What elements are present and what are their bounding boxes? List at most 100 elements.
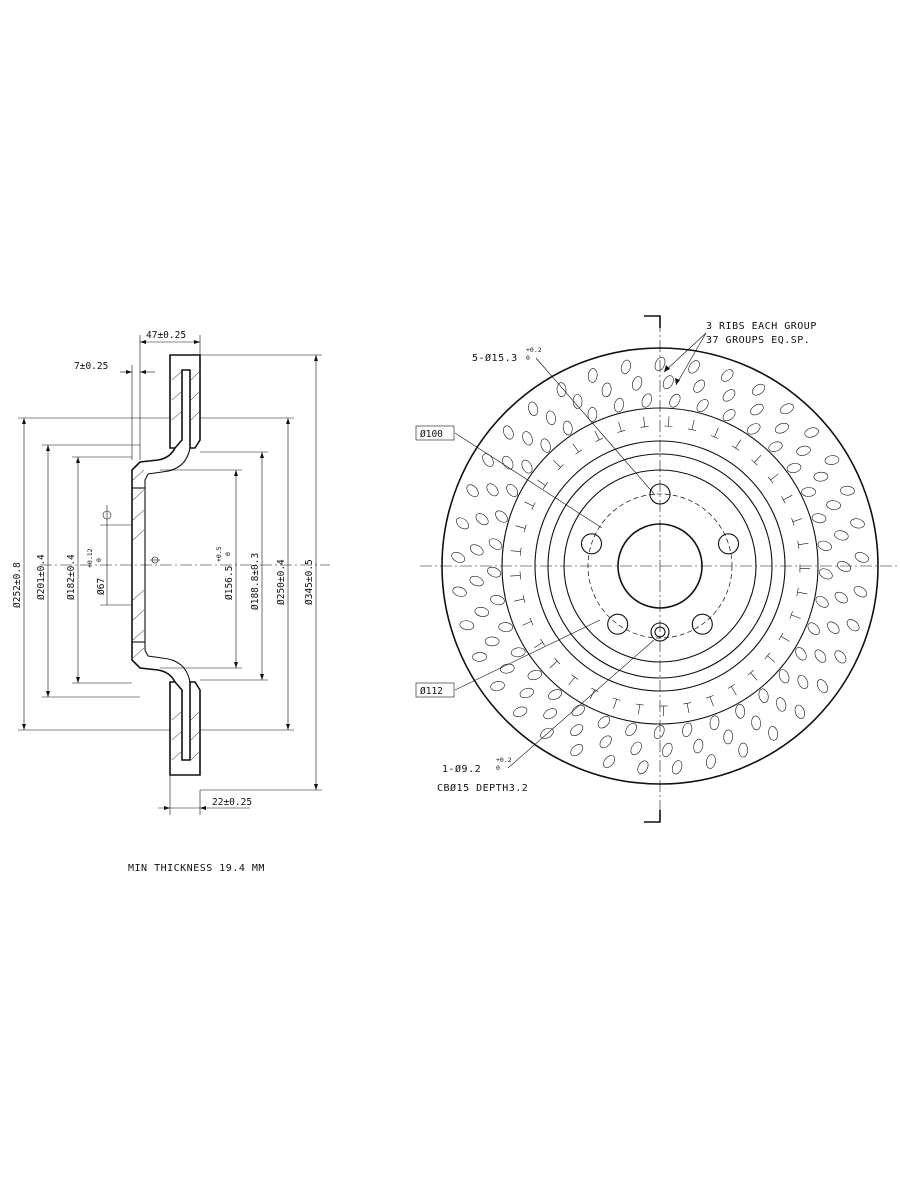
rib-mark [515, 524, 527, 533]
leader-bolt-holes [535, 357, 656, 496]
drill-hole [768, 441, 783, 452]
drill-hole [521, 459, 533, 474]
drill-hole [778, 669, 790, 684]
leader-ribs-2 [663, 332, 707, 373]
drill-hole [562, 420, 573, 436]
drill-hole [846, 619, 860, 632]
drill-hole [853, 586, 868, 598]
section-marker-bottom [644, 810, 661, 823]
drill-hole [816, 679, 828, 693]
drill-hole [502, 455, 514, 470]
dim-d201: Ø201±0.4 [36, 554, 47, 600]
dim-d156-tol-bottom: 0 [224, 552, 232, 556]
drill-hole [780, 403, 794, 415]
drill-hole [469, 575, 484, 587]
rib-mark [664, 416, 673, 427]
drill-hole [632, 376, 643, 391]
friction-ring-bottom [169, 681, 201, 776]
bolt-holes [580, 483, 740, 635]
drill-hole [834, 530, 849, 541]
rib-mark [594, 430, 603, 442]
drill-hole [637, 760, 649, 775]
dim-width-total: 47±0.25 [146, 330, 186, 341]
drill-hole [709, 715, 720, 731]
drill-hole [653, 725, 665, 739]
locating-hole-counterbore [650, 622, 670, 642]
rib-mark [727, 684, 737, 696]
leader-locating-hole [507, 639, 655, 769]
rib-mark [534, 638, 546, 649]
drill-hole [705, 754, 716, 769]
locating-hole [654, 626, 666, 638]
leader-ribs-1 [675, 332, 707, 386]
ribs-note-line1: 3 RIBS EACH GROUP [706, 321, 817, 332]
rib-mark [659, 705, 668, 717]
drill-hole [654, 357, 666, 371]
drill-hole [768, 726, 778, 741]
drill-hole [671, 760, 683, 775]
bolt-holes-tol-top: +0.2 [526, 346, 542, 354]
drill-hole [807, 622, 820, 635]
drill-hole [826, 500, 841, 510]
drill-hole [510, 647, 526, 658]
hat-profile [131, 447, 176, 683]
drill-hole [490, 681, 505, 692]
friction-ring-top [169, 354, 201, 449]
dim-d250: Ø250±0.4 [276, 559, 287, 605]
rib-mark [537, 479, 548, 490]
drill-hole [801, 487, 816, 497]
drill-hole [722, 409, 736, 422]
drill-hole [614, 397, 624, 413]
drill-hole [827, 621, 840, 634]
drill-hole [570, 724, 584, 736]
locating-hole-tol-bottom: 0 [496, 764, 500, 772]
cross-drilled-holes [451, 357, 869, 775]
front-view: 3 RIBS EACH GROUP 37 GROUPS EQ.SP. 5-Ø15… [415, 315, 900, 823]
drill-hole [495, 510, 508, 523]
drill-hole [587, 407, 598, 422]
locating-hole-label: 1-Ø9.2 [442, 763, 481, 775]
side-section-view: 47±0.25 7±0.25 22±0.25 [12, 330, 330, 874]
bolt-hole [580, 533, 603, 555]
pcd100-box [415, 425, 455, 441]
hat-outer-circle [547, 453, 773, 679]
drill-hole [693, 738, 704, 754]
drill-hole [469, 544, 484, 556]
dim-hub-face: 22±0.25 [212, 797, 252, 808]
bolt-holes-label: 5-Ø15.3 [472, 352, 518, 364]
disc-inner-rib-ring [501, 407, 819, 725]
drill-hole [455, 517, 470, 530]
rib-mark [612, 697, 621, 709]
drill-hole [540, 727, 554, 739]
drill-hole [474, 606, 490, 617]
friction-inner-edge [534, 440, 786, 692]
locating-hole-tol-top: +0.2 [496, 756, 512, 764]
drill-hole [840, 485, 855, 496]
rib-mark [572, 443, 583, 455]
rib-mark [635, 703, 644, 715]
drill-hole [662, 375, 674, 390]
drill-hole [817, 540, 832, 551]
drill-hole [804, 427, 819, 438]
drill-hole [795, 647, 807, 661]
left-diameter-dims [18, 417, 170, 731]
drill-hole [750, 403, 764, 416]
drill-hole [814, 649, 827, 663]
pcd112-label: Ø112 [420, 686, 443, 697]
rib-mark [640, 416, 649, 428]
drill-hole [682, 722, 693, 737]
drill-hole [751, 715, 761, 731]
drill-hole [540, 438, 551, 453]
drill-hole [824, 455, 840, 465]
min-thickness-note: MIN THICKNESS 19.4 MM [128, 863, 265, 874]
drill-hole [472, 652, 487, 662]
drill-hole [776, 697, 787, 712]
dim-d188: Ø188.8±0.3 [250, 553, 261, 610]
bolt-hole [691, 613, 713, 635]
drill-hole [500, 663, 515, 674]
drill-hole [813, 471, 829, 482]
drill-hole [854, 552, 869, 563]
drill-hole [746, 423, 761, 435]
pcd100-label: Ø100 [420, 429, 443, 440]
right-diameter-dims [160, 354, 322, 791]
